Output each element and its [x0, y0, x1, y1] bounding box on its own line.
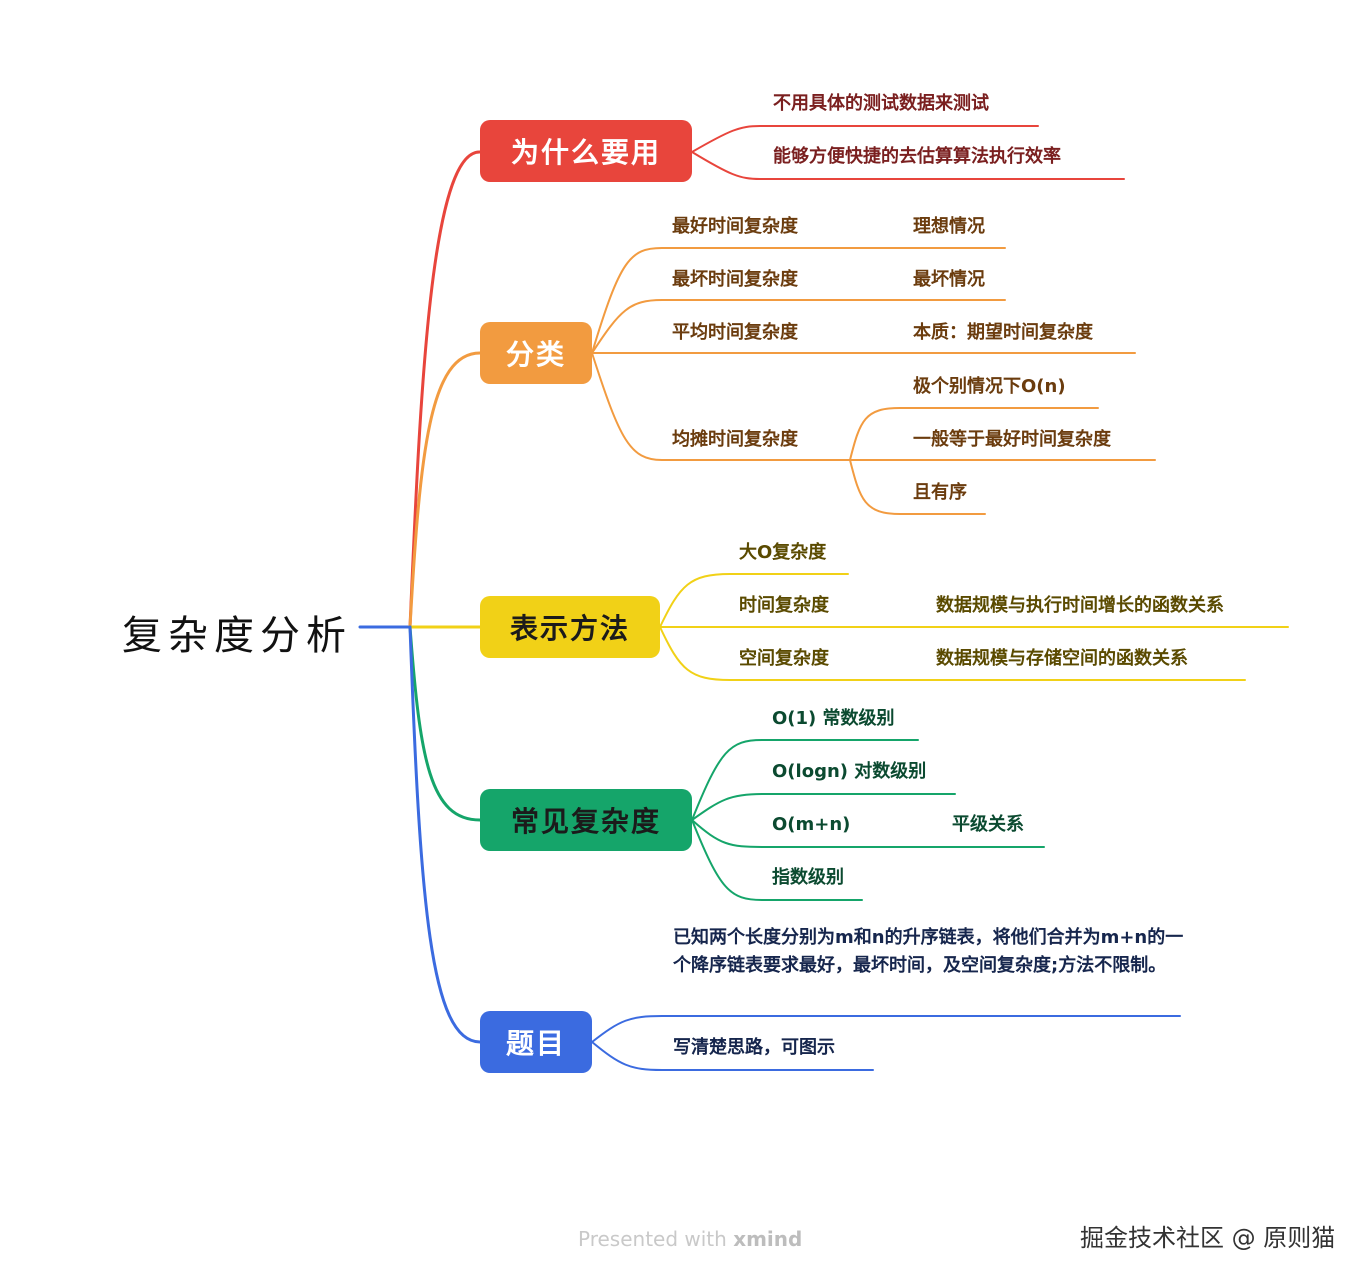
- notation-time[interactable]: 时间复杂度: [739, 595, 829, 616]
- presented-with-footer: Presented with xmind: [578, 1227, 802, 1251]
- topic-common[interactable]: 常见复杂度: [480, 789, 692, 851]
- category-worst[interactable]: 最坏时间复杂度: [672, 269, 798, 290]
- notation-time-note[interactable]: 数据规模与执行时间增长的函数关系: [936, 595, 1224, 616]
- topic-notation[interactable]: 表示方法: [480, 596, 660, 658]
- question-text[interactable]: 已知两个长度分别为m和n的升序链表，将他们合并为m+n的一个降序链表要求最好，最…: [673, 927, 1184, 976]
- topic-question[interactable]: 题目: [480, 1011, 592, 1073]
- notation-space-note[interactable]: 数据规模与存储空间的函数关系: [936, 648, 1188, 669]
- amortized-note-2[interactable]: 一般等于最好时间复杂度: [913, 429, 1111, 450]
- category-worst-note[interactable]: 最坏情况: [913, 269, 985, 290]
- amortized-note-3[interactable]: 且有序: [913, 482, 967, 503]
- watermark: 掘金技术社区 @ 原则猫: [1080, 1224, 1336, 1252]
- common-exp[interactable]: 指数级别: [772, 867, 844, 888]
- category-amortized[interactable]: 均摊时间复杂度: [672, 429, 798, 450]
- category-best[interactable]: 最好时间复杂度: [672, 216, 798, 237]
- common-omn[interactable]: O(m+n): [772, 814, 851, 835]
- amortized-note-1[interactable]: 极个别情况下O(n): [913, 376, 1066, 397]
- category-average[interactable]: 平均时间复杂度: [672, 322, 798, 343]
- why-item-2[interactable]: 能够方便快捷的去估算算法执行效率: [773, 146, 1061, 167]
- common-ologn[interactable]: O(logn) 对数级别: [772, 761, 927, 782]
- common-omn-note[interactable]: 平级关系: [952, 814, 1024, 835]
- topic-category[interactable]: 分类: [480, 322, 592, 384]
- xmind-logo: xmind: [733, 1227, 803, 1251]
- notation-bigO[interactable]: 大O复杂度: [739, 542, 827, 563]
- why-item-1[interactable]: 不用具体的测试数据来测试: [773, 93, 989, 114]
- footer-prefix: Presented with: [578, 1227, 727, 1251]
- category-average-note[interactable]: 本质：期望时间复杂度: [913, 322, 1093, 343]
- common-o1[interactable]: O(1) 常数级别: [772, 708, 895, 729]
- topic-why[interactable]: 为什么要用: [480, 120, 692, 182]
- root-topic[interactable]: 复杂度分析: [122, 613, 352, 659]
- category-best-note[interactable]: 理想情况: [913, 216, 985, 237]
- question-hint[interactable]: 写清楚思路，可图示: [673, 1037, 835, 1058]
- notation-space[interactable]: 空间复杂度: [739, 648, 829, 669]
